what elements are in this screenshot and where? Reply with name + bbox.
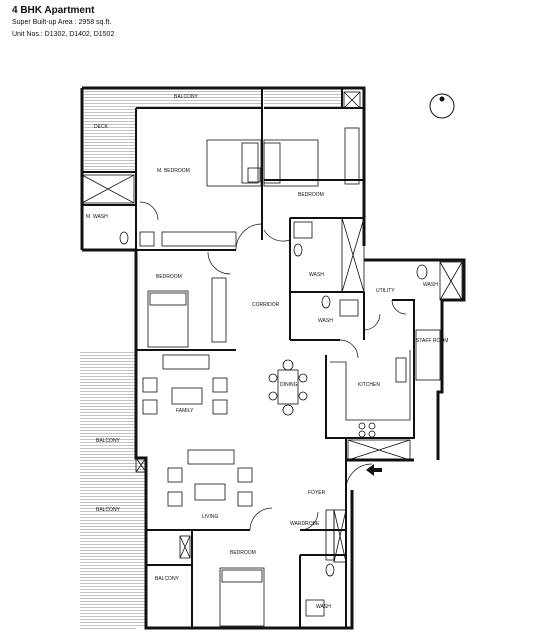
room-label-wash-c: WASH — [423, 282, 438, 288]
room-label-bedroom-top: BEDROOM — [298, 192, 324, 198]
room-label-utility: UTILITY — [376, 288, 395, 294]
room-label-bedroom-bottom: BEDROOM — [230, 550, 256, 556]
entry-arrow-icon — [366, 464, 382, 476]
room-label-m-bedroom: M. BEDROOM — [157, 168, 190, 174]
room-label-bedroom-mid: BEDROOM — [156, 274, 182, 280]
room-label-kitchen: KITCHEN — [358, 382, 380, 388]
room-label-foyer: FOYER — [308, 490, 326, 496]
room-label-family: FAMILY — [176, 408, 194, 414]
room-label-wash-a: WASH — [309, 272, 324, 278]
room-label-deck: DECK — [94, 124, 109, 130]
door-swings — [139, 201, 407, 531]
interior-walls — [82, 88, 415, 628]
room-label-m-wash: M. WASH — [86, 214, 108, 220]
room-label-balcony-left: BALCONY — [96, 507, 121, 513]
balcony-hatching — [80, 90, 342, 630]
room-label-living: LIVING — [202, 514, 219, 520]
room-label-wash-d: WASH — [316, 604, 331, 610]
room-label-dining: DINING — [280, 382, 298, 388]
super-built-up-area: Super Built-up Area : 2958 sq.ft. — [12, 19, 112, 26]
room-label-balcony-bottom: BALCONY — [155, 576, 180, 582]
room-label-wash-b: WASH — [318, 318, 333, 324]
room-label-wardrobe: WARDROBE — [290, 521, 320, 527]
plan-title: 4 BHK Apartment — [12, 5, 95, 16]
shaft-markers — [81, 91, 463, 563]
room-labels: DECK BALCONY M. BEDROOM BEDROOM M. WASH … — [86, 94, 448, 610]
unit-numbers: Unit Nos.: D1302, D1402, D1502 — [12, 31, 115, 38]
north-compass-icon — [429, 93, 455, 119]
room-label-corridor: CORRIDOR — [252, 302, 280, 308]
room-label-staff-room: STAFF ROOM — [416, 338, 448, 344]
furniture — [119, 127, 441, 627]
room-label-balcony-top: BALCONY — [174, 94, 199, 100]
room-label-balcony-mid: BALCONY — [96, 438, 121, 444]
